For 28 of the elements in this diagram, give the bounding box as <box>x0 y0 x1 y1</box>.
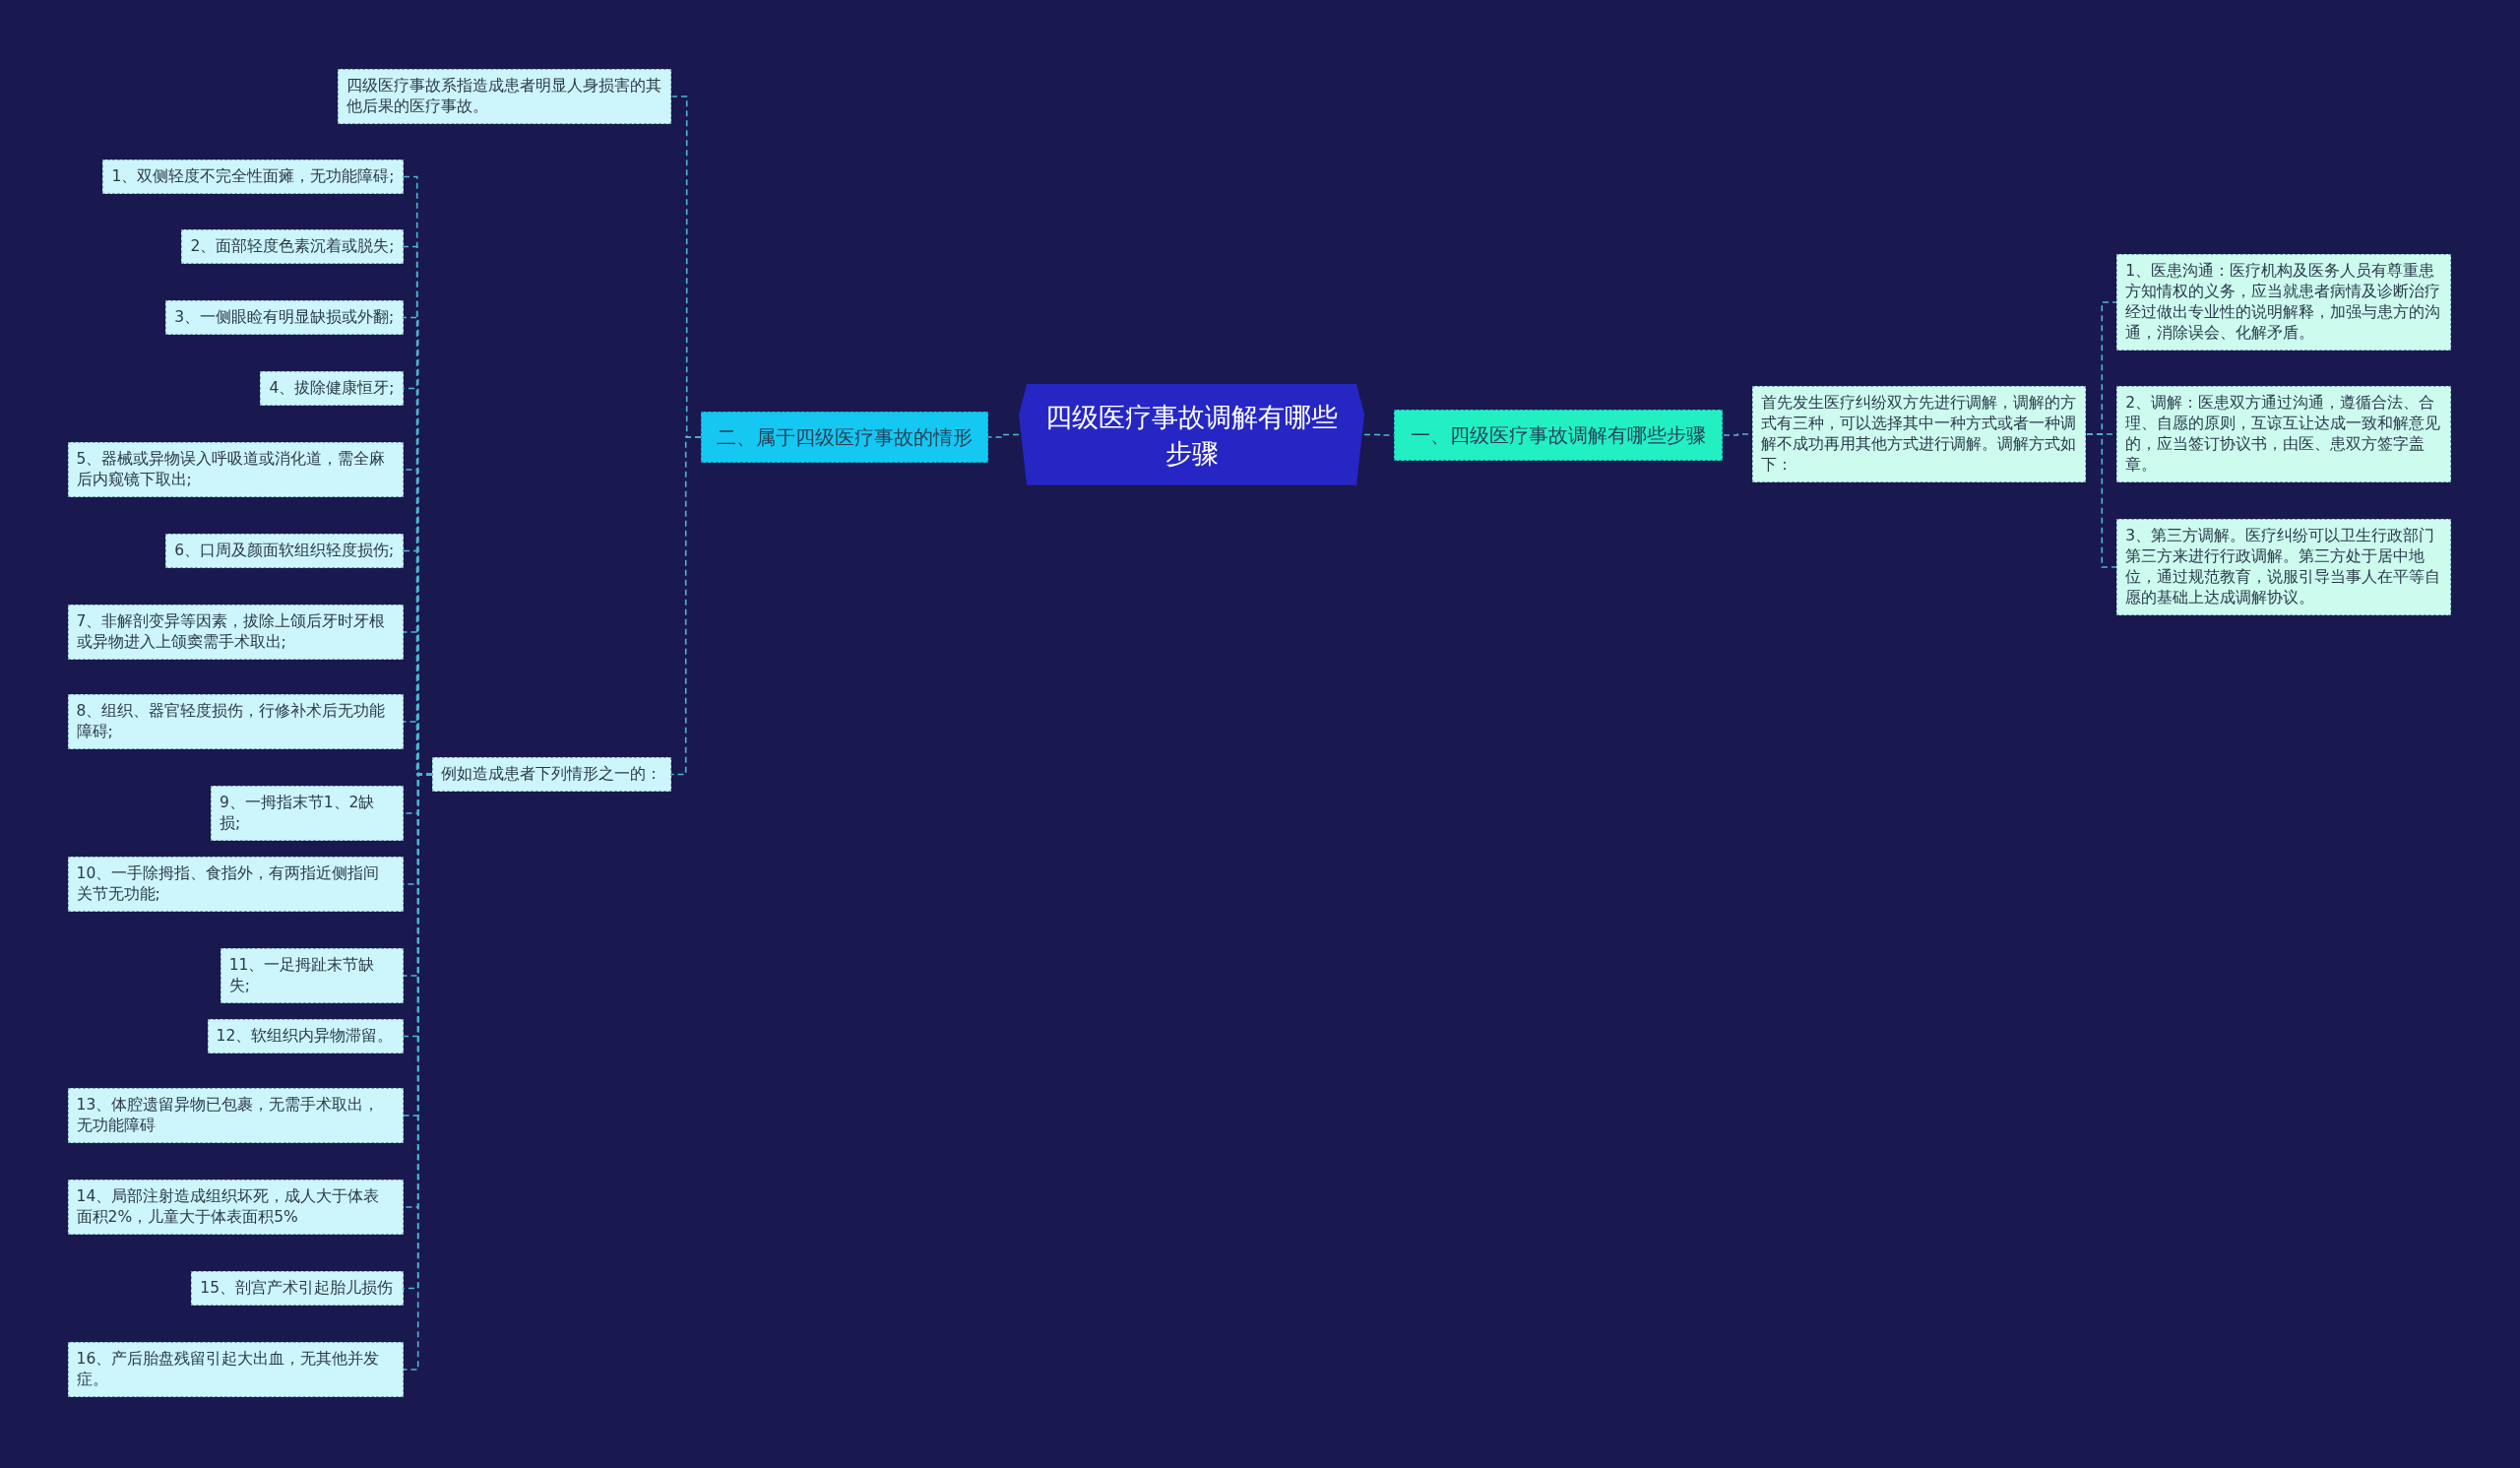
text-box: 5、器械或异物误入呼吸道或消化道，需全麻后内窥镜下取出; <box>67 441 404 497</box>
text-box: 四级医疗事故系指造成患者明显人身损害的其他后果的医疗事故。 <box>337 69 672 125</box>
text-box: 14、局部注射造成组织坏死，成人大于体表面积2%，儿童大于体表面积5% <box>67 1180 404 1236</box>
text-box: 3、第三方调解。医疗纠纷可以卫生行政部门第三方来进行行政调解。第三方处于居中地位，通过规范教育，说服引导当事人在平等自愿的基础上达成调解协议。 <box>2116 519 2451 616</box>
text-box: 16、产后胎盘残留引起大出血，无其他并发症。 <box>67 1342 404 1398</box>
text-box: 4、拔除健康恒牙; <box>260 371 404 407</box>
connector-line <box>987 433 1020 438</box>
connector-line <box>670 436 702 776</box>
text-box: 2、面部轻度色素沉着或脱失; <box>181 229 404 265</box>
central-topic: 四级医疗事故调解有哪些步骤 <box>1019 384 1365 486</box>
text-box: 6、口周及颜面软组织轻度损伤; <box>165 534 404 569</box>
text-box: 13、体腔遗留异物已包裹，无需手术取出，无功能障碍 <box>67 1088 404 1144</box>
text-box: 10、一手除拇指、食指外，有两指近侧指间关节无功能; <box>67 857 404 913</box>
text-box: 1、医患沟通：医疗机构及医务人员有尊重患方知情权的义务，应当就患者病情及诊断治疗经过做出专业性的说明解释，加强与患方的沟通，消除误会、化解矛盾。 <box>2116 253 2451 351</box>
text-box: 8、组织、器官轻度损伤，行修补术后无功能障碍; <box>67 694 404 750</box>
connector-line <box>2086 433 2117 568</box>
text-box: 11、一足拇趾末节缺失; <box>220 948 404 1004</box>
branch-topic: 一、四级医疗事故调解有哪些步骤 <box>1393 410 1724 462</box>
text-box: 3、一侧眼睑有明显缺损或外翻; <box>165 300 404 336</box>
text-box: 例如造成患者下列情形之一的： <box>432 756 672 792</box>
text-box: 2、调解：医患双方通过沟通，遵循合法、合理、自愿的原则，互谅互让达成一致和解意见的，应当签订协议书，由医、患双方签字盖章。 <box>2116 385 2451 482</box>
text-box: 首先发生医疗纠纷双方先进行调解，调解的方式有三种，可以选择其中一种方式或者一种调解不成功再用其他方式进行调解。调解方式如下： <box>1751 385 2087 482</box>
text-box: 12、软组织内异物滞留。 <box>207 1019 404 1054</box>
text-box: 15、剖宫产术引起胎儿损伤 <box>191 1271 404 1307</box>
text-box: 1、双侧轻度不完全性面瘫，无功能障碍; <box>102 159 404 194</box>
text-box: 9、一拇指末节1、2缺损; <box>210 786 404 842</box>
text-box: 7、非解剖变异等因素，拔除上颌后牙时牙根或异物进入上颌窦需手术取出; <box>67 604 404 660</box>
branch-topic: 二、属于四级医疗事故的情形 <box>700 411 989 463</box>
